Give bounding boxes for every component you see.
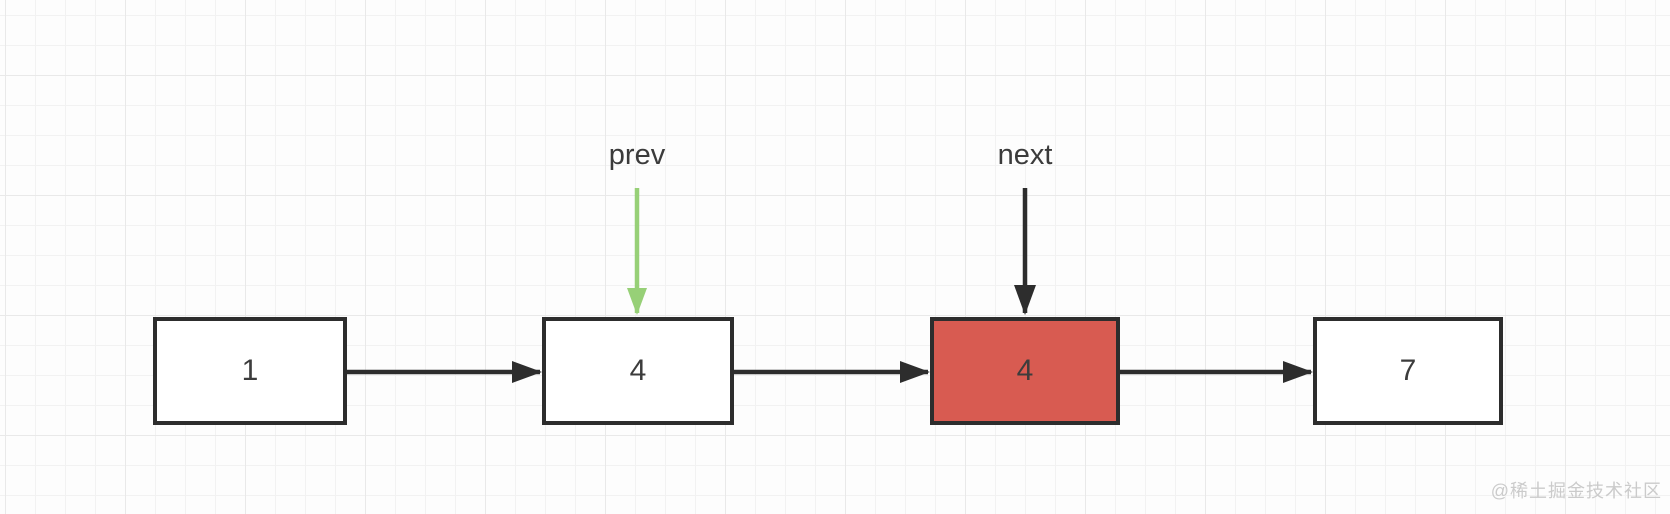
list-node: 1 <box>153 317 347 425</box>
list-node-highlighted: 4 <box>930 317 1120 425</box>
watermark: @稀土掘金技术社区 <box>1490 481 1662 501</box>
pointer-label-prev: prev <box>608 139 666 171</box>
list-node: 4 <box>542 317 734 425</box>
list-node: 7 <box>1313 317 1503 425</box>
node-value: 1 <box>241 354 259 387</box>
node-value: 4 <box>1016 354 1034 387</box>
pointer-label-next: next <box>997 139 1053 171</box>
node-value: 4 <box>629 354 647 387</box>
node-value: 7 <box>1399 354 1417 387</box>
